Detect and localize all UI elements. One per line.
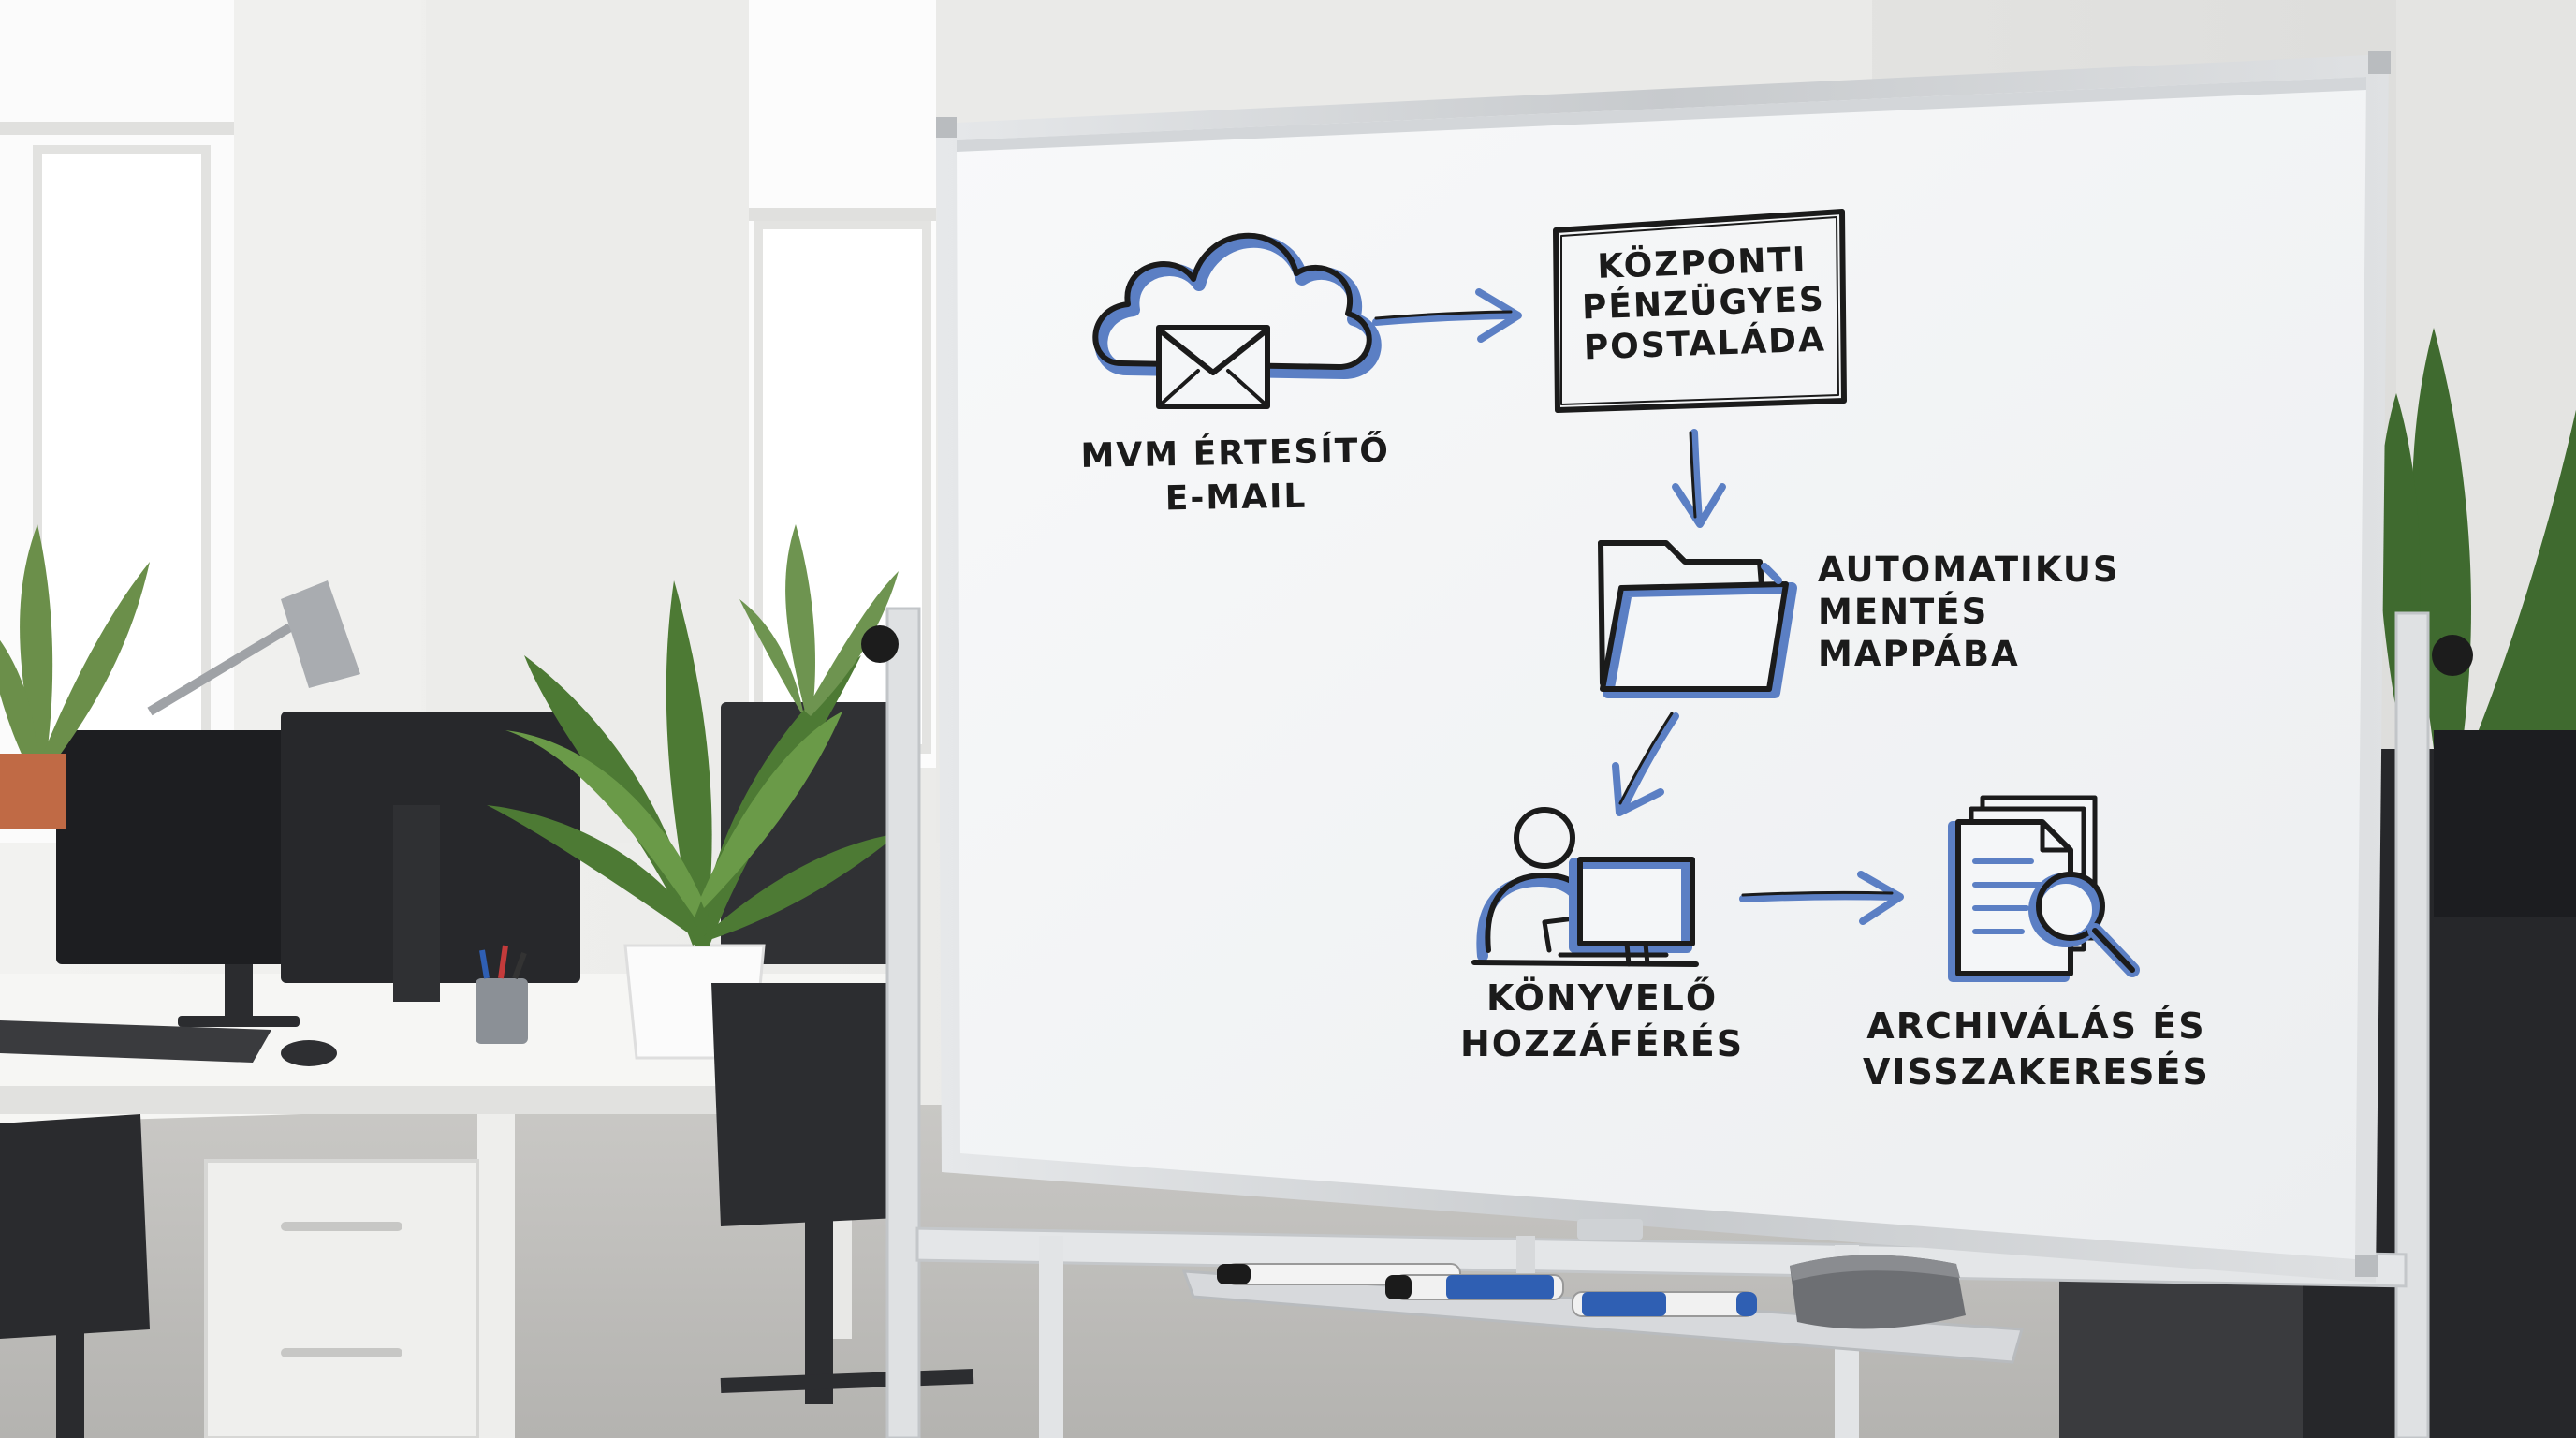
label-central-mailbox: KÖZPONTI PÉNZÜGYES POSTALÁDA (1580, 240, 1827, 370)
label-accountant-access: KÖNYVELŐ HOZZÁFÉRÉS (1460, 976, 1744, 1068)
label-mvm-email-line-2: E-MAIL (1164, 477, 1308, 519)
label-central-mailbox-line-3: POSTALÁDA (1583, 320, 1827, 368)
whiteboard-stand (861, 607, 2473, 1438)
marker-tray (1181, 1255, 2024, 1364)
office-chair-center (711, 983, 974, 1404)
arrow-folder-to-accountant (1612, 712, 1679, 816)
plant-desk (487, 580, 899, 1060)
folder-icon (1598, 540, 1797, 698)
document-search-icon (1948, 795, 2140, 982)
pen-cup (476, 945, 528, 1044)
marker-blue-2 (1572, 1291, 1757, 1317)
eraser (1790, 1255, 1966, 1329)
plant-window-left (0, 524, 150, 829)
mailbox-box (1553, 209, 1847, 413)
cloud-email-icon (1092, 232, 1382, 409)
plant-window-center (739, 524, 899, 716)
label-mvm-email-line-1: MVM ÉRTESÍTŐ (1080, 432, 1391, 476)
monitor-back (281, 712, 580, 1002)
marker-blue-1 (1385, 1274, 1564, 1300)
label-auto-save-line-2: MENTÉS (1818, 592, 1989, 633)
arrow-mailbox-to-folder (1672, 429, 1726, 528)
label-auto-save-line-3: MAPPÁBA (1818, 634, 2020, 675)
label-auto-save-line-1: AUTOMATIKUS (1818, 550, 2120, 590)
arrow-email-to-mailbox (1372, 288, 1522, 343)
desk-lamp (147, 580, 360, 716)
label-archive-search-line-1: ARCHIVÁLÁS ÉS (1866, 1005, 2206, 1047)
label-accountant-access-line-2: HOZZÁFÉRÉS (1460, 1023, 1745, 1065)
label-auto-save: AUTOMATIKUS MENTÉS MAPPÁBA (1818, 549, 2120, 675)
label-archive-search-line-2: VISSZAKERESÉS (1863, 1051, 2210, 1093)
window-center (749, 0, 936, 768)
person-computer-icon (1471, 807, 1699, 967)
diagram-drawings (1092, 209, 2140, 982)
arrow-accountant-to-archive (1739, 871, 1904, 925)
label-mvm-email: MVM ÉRTESÍTŐ E-MAIL (1080, 430, 1391, 522)
label-archive-search: ARCHIVÁLÁS ÉS VISSZAKERESÉS (1863, 1004, 2210, 1096)
office-chair-left (0, 1114, 150, 1438)
keyboard (0, 1020, 337, 1066)
label-accountant-access-line-1: KÖNYVELŐ (1486, 977, 1719, 1019)
